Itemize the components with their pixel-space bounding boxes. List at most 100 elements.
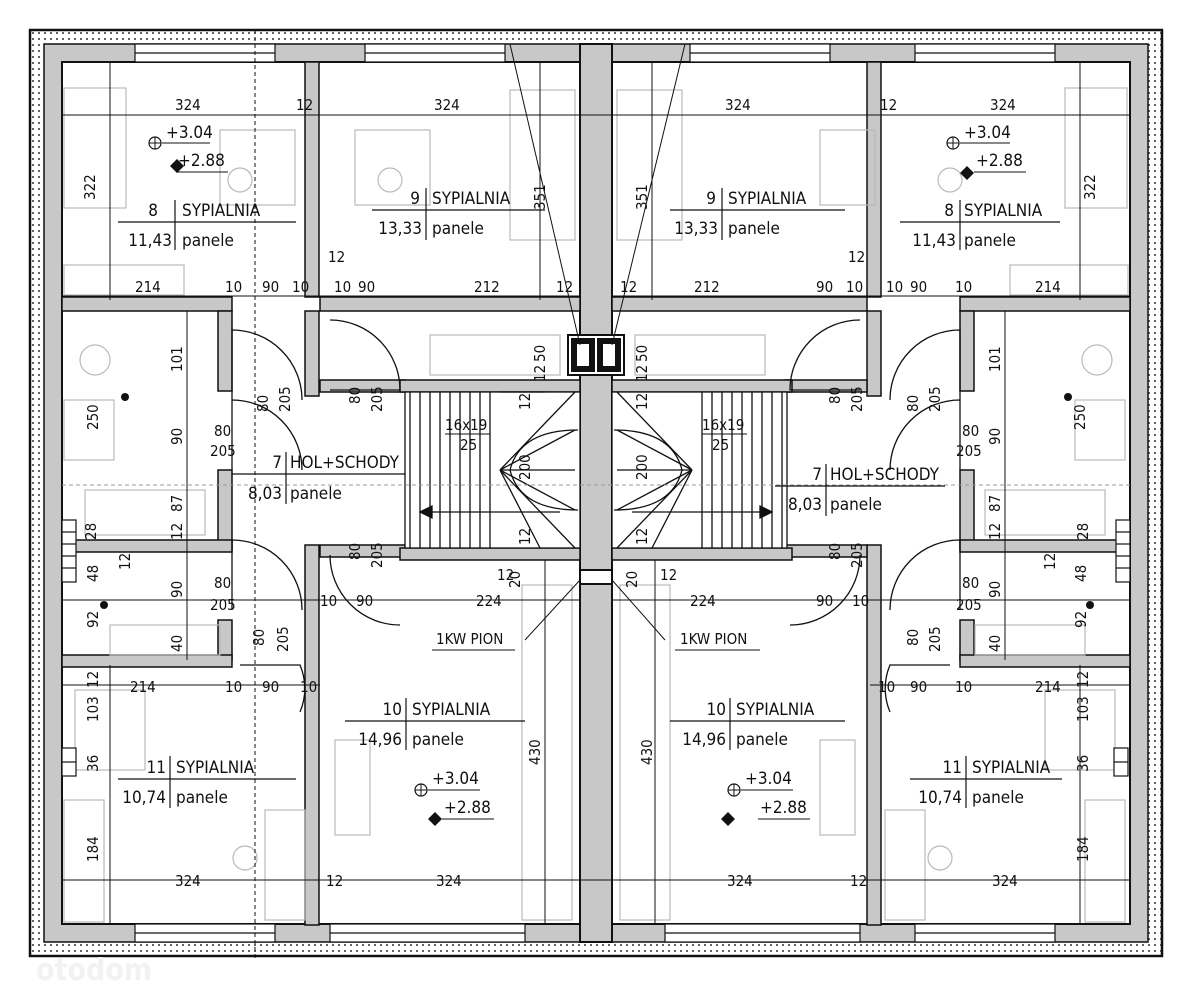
dim-90: 90 (262, 678, 279, 696)
dim-10: 10 (300, 678, 317, 696)
dim-48: 48 (1072, 565, 1090, 582)
doors (231, 319, 961, 713)
stairs-right (611, 391, 788, 549)
dim-205: 205 (274, 626, 292, 652)
dim-322: 322 (81, 174, 99, 200)
watermark: otodom (36, 953, 152, 984)
room-floor: panele (972, 788, 1024, 808)
dim-90: 90 (356, 592, 373, 610)
dim-87: 87 (168, 495, 186, 512)
dim-80: 80 (904, 395, 922, 412)
dim-90: 90 (910, 278, 927, 296)
interior-walls-left (61, 61, 581, 926)
dim-101: 101 (168, 346, 186, 372)
dim-80: 80 (826, 543, 844, 560)
dim-12: 12 (326, 872, 343, 890)
dim-324: 324 (175, 872, 201, 890)
room-area: 8,03 (788, 495, 822, 515)
dim-12: 12 (660, 566, 677, 584)
dim-324: 324 (436, 872, 462, 890)
dim-214: 214 (135, 278, 161, 296)
door-205: 205 (956, 596, 982, 614)
dim-200: 200 (516, 454, 534, 480)
door-205: 205 (210, 596, 236, 614)
dim-12: 12 (850, 872, 867, 890)
room-label-7-left: 7 HOL+SCHODY 8,03 panele (232, 452, 405, 504)
dim-10: 10 (225, 678, 242, 696)
stairs-steps-right: 16x19 (702, 416, 744, 434)
party-wall (567, 43, 625, 943)
room-floor: panele (412, 730, 464, 750)
dim-430: 430 (638, 739, 656, 765)
dim-10: 10 (878, 678, 895, 696)
dim-103: 103 (84, 696, 102, 722)
room-name: SYPIALNIA (412, 700, 491, 720)
room-label-8-right: 8 SYPIALNIA 11,43 panele (900, 200, 1060, 251)
room-area: 11,43 (128, 231, 172, 251)
room-floor: panele (176, 788, 228, 808)
dim-10: 10 (292, 278, 309, 296)
dim-90: 90 (168, 428, 186, 445)
room-label-9-left: 9 SYPIALNIA 13,33 panele (372, 188, 545, 240)
room-label-11-right: 11 SYPIALNIA 10,74 panele (910, 756, 1062, 808)
stairs-tread-right: 25 (712, 436, 729, 454)
room-name: HOL+SCHODY (830, 465, 940, 485)
dim-324: 324 (175, 96, 201, 114)
dim-12: 12 (1074, 671, 1092, 688)
level-top: +3.04 (964, 123, 1011, 143)
dim-214: 214 (1035, 278, 1061, 296)
room-area: 14,96 (358, 730, 402, 750)
level-bottom: +2.88 (178, 151, 225, 171)
room-label-8-left: 8 SYPIALNIA 11,43 panele (118, 200, 296, 251)
dim-12: 12 (1041, 553, 1059, 570)
dim-80: 80 (250, 629, 268, 646)
windows (134, 43, 1056, 943)
door-80: 80 (214, 422, 231, 440)
dim-205: 205 (368, 542, 386, 568)
dim-90: 90 (910, 678, 927, 696)
room-number: 9 (410, 189, 420, 209)
dim-80: 80 (904, 629, 922, 646)
dim-10: 10 (225, 278, 242, 296)
dim-12: 12 (328, 248, 345, 266)
dimension-lines (62, 30, 1130, 960)
stairs-left (404, 391, 581, 549)
ventilation-grills (61, 519, 1131, 777)
dim-20: 20 (623, 571, 641, 588)
room-name: SYPIALNIA (972, 758, 1051, 778)
room-area: 11,43 (912, 231, 956, 251)
room-area: 13,33 (378, 219, 422, 239)
dim-200: 200 (633, 454, 651, 480)
room-number: 7 (272, 453, 282, 473)
level-marker-bottom-left: +3.04 +2.88 (414, 769, 494, 826)
room-floor: panele (736, 730, 788, 750)
dim-205: 205 (368, 386, 386, 412)
dim-10: 10 (846, 278, 863, 296)
furniture (63, 87, 1129, 923)
level-marker-top-right: +3.04 +2.88 (946, 123, 1026, 180)
room-area: 10,74 (122, 788, 166, 808)
stairs-steps-left: 16x19 (445, 416, 487, 434)
room-floor: panele (728, 219, 780, 239)
dim-205: 205 (926, 626, 944, 652)
dim-90: 90 (816, 592, 833, 610)
level-marker-top-left: +3.04 +2.88 (148, 123, 228, 173)
riser-label-left: 1KW PION (436, 630, 503, 648)
room-number: 8 (944, 201, 954, 221)
dim-250: 250 (84, 404, 102, 430)
dim-10: 10 (955, 278, 972, 296)
dim-214: 214 (1035, 678, 1061, 696)
dim-90: 90 (816, 278, 833, 296)
dim-12: 12 (633, 365, 651, 382)
level-bottom: +2.88 (760, 798, 807, 818)
dim-12: 12 (296, 96, 313, 114)
dim-205: 205 (848, 386, 866, 412)
riser-label-right: 1KW PION (680, 630, 747, 648)
dim-36: 36 (1074, 755, 1092, 772)
room-name: HOL+SCHODY (290, 453, 400, 473)
dim-250: 250 (1071, 404, 1089, 430)
dim-324: 324 (990, 96, 1016, 114)
dim-12: 12 (116, 553, 134, 570)
dim-214: 214 (130, 678, 156, 696)
dim-80: 80 (346, 543, 364, 560)
